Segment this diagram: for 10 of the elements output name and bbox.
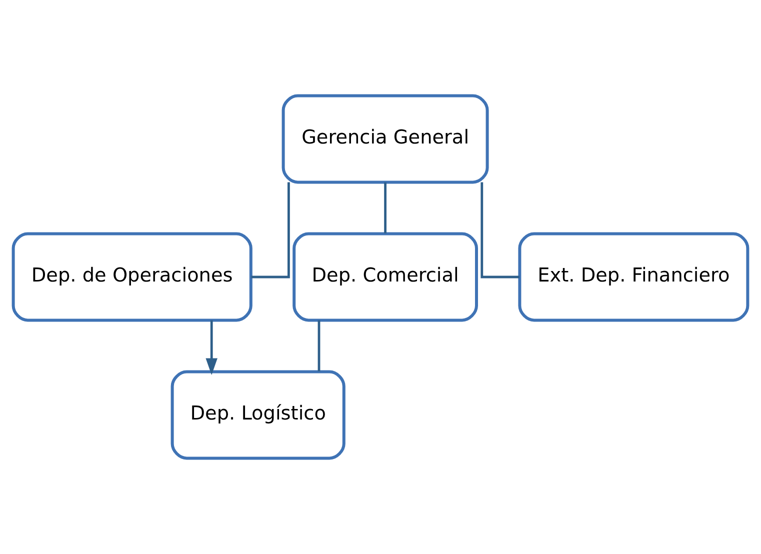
node-box: Gerencia General xyxy=(282,94,489,184)
connector xyxy=(384,182,386,234)
connector xyxy=(318,320,320,372)
connector xyxy=(251,182,290,278)
node-box: Ext. Dep. Financiero xyxy=(518,232,750,322)
node-box: Dep. Logístico xyxy=(170,370,346,460)
node-box: Dep. de Operaciones xyxy=(12,232,252,322)
connector xyxy=(480,182,520,278)
node-box: Dep. Comercial xyxy=(292,232,478,322)
arrow xyxy=(206,320,218,376)
